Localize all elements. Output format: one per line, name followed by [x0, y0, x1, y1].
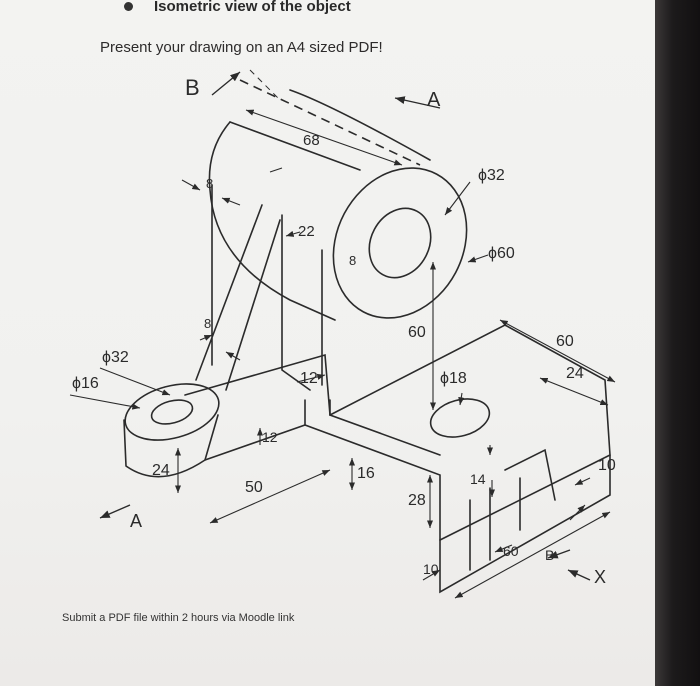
- dim-dia16: ϕ16: [72, 375, 99, 392]
- dim-50: 50: [245, 479, 263, 496]
- label-b-bottom: B: [545, 547, 554, 563]
- left-boss-side: [123, 414, 219, 478]
- dimension-lines: [69, 109, 616, 599]
- label-b-top: B: [185, 75, 200, 100]
- base-step: [304, 399, 331, 426]
- footer-note: Submit a PDF file within 2 hours via Moo…: [62, 612, 295, 624]
- instruction-text: Present your drawing on an A4 sized PDF!: [100, 39, 383, 56]
- base-edges: [184, 353, 441, 541]
- dim-60-right: 60: [556, 333, 574, 350]
- isometric-drawing: B A A B X 68 8 22 8 8 ϕ32 ϕ60 ϕ32 ϕ16 12…: [69, 69, 616, 599]
- cylinder-front-face: [332, 167, 468, 319]
- object-outline: [123, 89, 611, 594]
- dim-8-left: 8: [204, 316, 211, 331]
- dim-28: 28: [408, 492, 426, 509]
- dim-dia32-top: ϕ32: [478, 167, 505, 184]
- dim-8-top: 8: [206, 176, 213, 191]
- dark-background-edge: [655, 0, 700, 686]
- dim-68: 68: [303, 132, 320, 149]
- dim-12-a: 12: [300, 370, 318, 387]
- dim-60-mid: 60: [408, 324, 426, 341]
- cylinder-bore: [368, 207, 432, 279]
- dim-16: 16: [357, 465, 375, 482]
- worksheet-page: Isometric view of the object Present you…: [0, 0, 655, 686]
- right-block-front: [439, 454, 611, 594]
- section-arrows: [99, 71, 591, 581]
- dim-24-right: 24: [566, 365, 584, 382]
- bullet-dot: [124, 2, 133, 11]
- dim-24-left: 24: [152, 462, 170, 479]
- label-x-bottom: X: [594, 567, 606, 587]
- dim-10-bottom: 10: [423, 561, 439, 577]
- dim-12-b: 12: [262, 429, 278, 445]
- slot-edges: [469, 448, 556, 571]
- label-a-bottom: A: [130, 511, 142, 531]
- dim-10-right: 10: [598, 457, 616, 474]
- label-a-top: A: [427, 89, 441, 111]
- right-hole: [429, 398, 491, 438]
- dim-22: 22: [298, 223, 315, 240]
- cylinder-top-edges: [229, 89, 431, 171]
- web-edges: [281, 214, 323, 391]
- dim-dia60: ϕ60: [488, 245, 515, 262]
- section-line-b: [239, 79, 421, 166]
- dim-60-bottom: 60: [503, 543, 519, 559]
- dim-8-mid: 8: [349, 253, 356, 268]
- dim-14: 14: [470, 471, 486, 487]
- left-boss-top: [124, 383, 220, 441]
- dim-dia18: ϕ18: [440, 370, 467, 387]
- page-heading: Isometric view of the object: [154, 0, 351, 15]
- support-profile: [208, 121, 336, 321]
- dim-dia32-left: ϕ32: [102, 349, 129, 366]
- left-boss-hole: [150, 399, 194, 425]
